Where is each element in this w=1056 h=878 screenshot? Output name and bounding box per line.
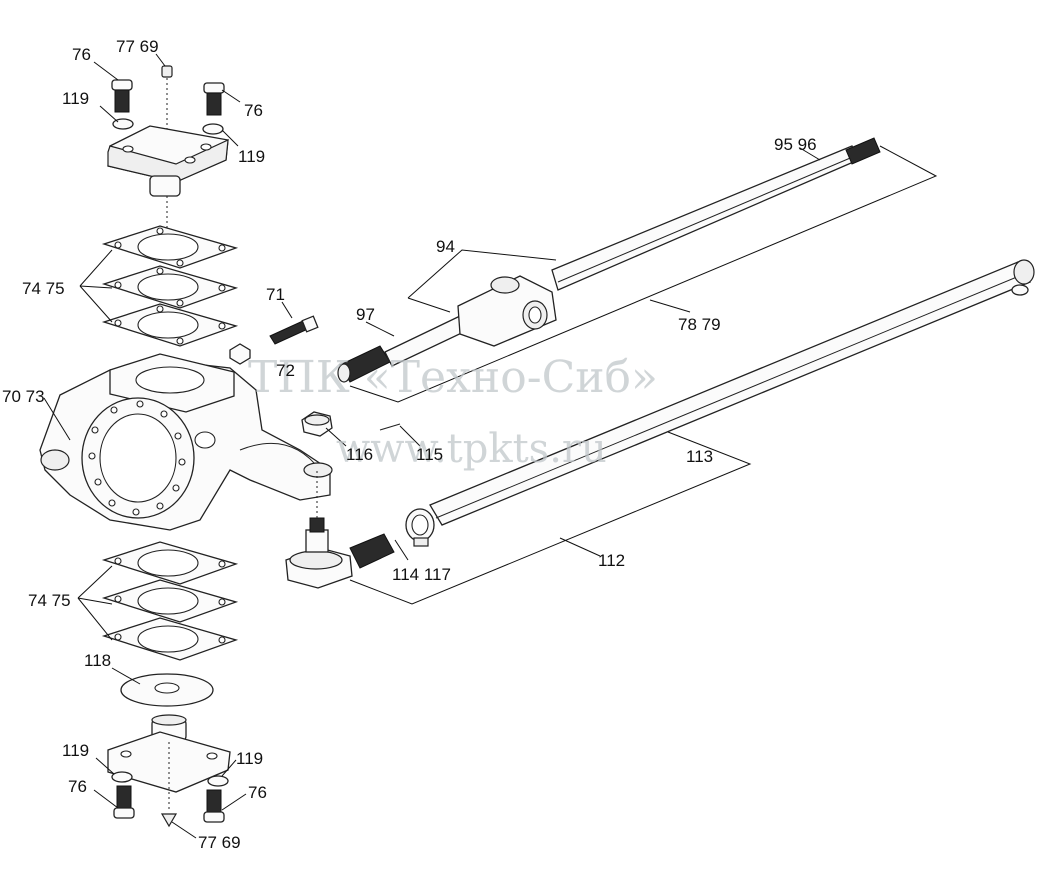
label-118: 118 (84, 651, 111, 670)
steering-rod-upper (337, 137, 881, 383)
label-114-117: 114 117 (392, 565, 451, 584)
upper-gasket-1 (101, 225, 239, 269)
label-78-79: 78 79 (678, 315, 721, 334)
label-119-lower-left: 119 (62, 741, 89, 760)
part-labels: 76 77 69 119 76 119 74 75 71 72 70 73 97… (2, 37, 817, 852)
tie-rod-clamp-113 (1011, 284, 1029, 296)
bolt-71 (269, 315, 319, 345)
washer-119-lower-left (111, 771, 133, 783)
tie-rod-112 (405, 259, 1035, 547)
bolt-76-lower-left (113, 785, 135, 819)
rod-clamp-94 (457, 275, 557, 347)
lower-gasket-1 (101, 541, 239, 585)
label-71: 71 (266, 285, 285, 304)
label-74-75-lower: 74 75 (28, 591, 71, 610)
washer-119-right (202, 123, 224, 135)
upper-gasket-3 (101, 303, 239, 347)
label-113: 113 (686, 447, 713, 466)
bottom-cover-assembly (107, 714, 231, 828)
label-115: 115 (416, 445, 443, 464)
label-74-75-upper: 74 75 (22, 279, 65, 298)
lower-gasket-2 (101, 579, 239, 623)
steering-knuckle (39, 353, 333, 531)
upper-gaskets (101, 225, 239, 347)
washer-119-lower-right (207, 775, 229, 787)
bolt-76-top-right (203, 82, 225, 116)
clamp-117 (405, 508, 435, 547)
label-76-lower-left: 76 (68, 777, 87, 796)
lower-gasket-3 (101, 617, 239, 661)
watermark-company: ТПК «Техно-Сиб» (248, 352, 658, 403)
label-77-69-top: 77 69 (116, 37, 159, 56)
lower-gaskets (101, 541, 239, 661)
label-77-69-bottom: 77 69 (198, 833, 241, 852)
label-76-top-left: 76 (72, 45, 91, 64)
grease-fitting-bottom (160, 813, 178, 828)
top-cover-assembly (107, 65, 229, 232)
label-94: 94 (436, 237, 455, 256)
label-72: 72 (276, 361, 295, 380)
cotter-pin-115 (379, 423, 401, 431)
top-cover-plate (107, 125, 229, 232)
label-97: 97 (356, 305, 375, 324)
ball-joint-114 (285, 470, 395, 589)
label-119-top-left: 119 (62, 89, 89, 108)
label-76-lower-right: 76 (248, 783, 267, 802)
watermark-site: www.tpkts.ru (336, 426, 607, 472)
thrust-washer-118 (120, 673, 214, 707)
castle-nut-116 (301, 411, 333, 437)
bolt-76-top-left (111, 79, 133, 113)
label-95-96: 95 96 (774, 135, 817, 154)
label-70-73: 70 73 (2, 387, 45, 406)
label-116: 116 (346, 445, 373, 464)
label-76-top-right: 76 (244, 101, 263, 120)
upper-gasket-2 (101, 265, 239, 309)
label-119-top-right: 119 (238, 147, 265, 166)
label-119-lower-right: 119 (236, 749, 263, 768)
label-112: 112 (598, 551, 625, 570)
leader-lines (43, 53, 938, 839)
nut-72 (229, 343, 251, 365)
bolt-76-lower-right (203, 789, 225, 823)
